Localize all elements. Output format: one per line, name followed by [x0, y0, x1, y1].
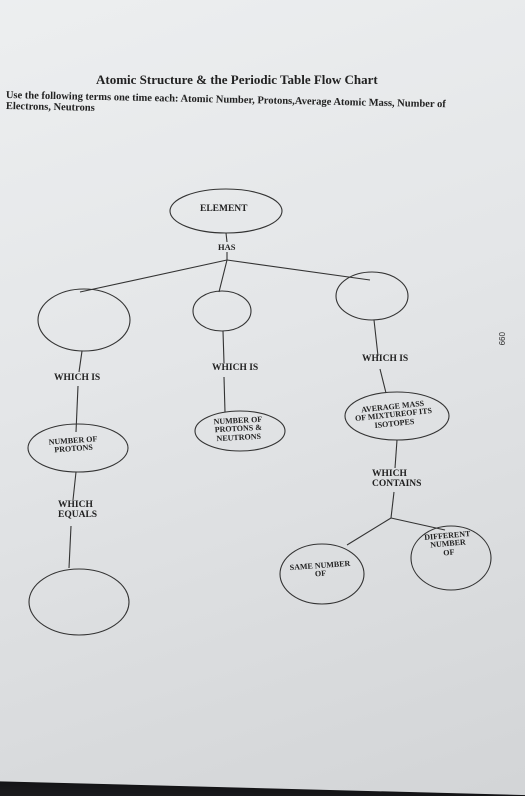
connector-element-has	[225, 232, 228, 243]
connector-middle-1	[222, 330, 225, 364]
connector-right-3	[394, 439, 398, 469]
same-number-node	[279, 543, 365, 605]
flowchart-diagram	[27, 188, 492, 636]
side-tab-label: 099	[497, 332, 506, 346]
connector-middle-2	[223, 376, 226, 413]
branch-middle	[218, 259, 228, 293]
which-contains-line-2: CONTAINS	[372, 479, 422, 490]
which-equals-line-2: EQUALS	[58, 510, 98, 521]
blank-node-left-bottom	[28, 568, 130, 636]
worksheet-title: Atomic Structure & the Periodic Table Fl…	[96, 72, 378, 87]
branch-right	[226, 259, 371, 281]
different-number-label: DIFFERENT NUMBER OF	[424, 529, 472, 559]
blank-node-right-top	[335, 271, 409, 321]
middle-which-is-label: WHICH IS	[212, 363, 259, 373]
which-contains-line-1: WHICH	[372, 469, 407, 479]
blank-node-left-top	[37, 288, 131, 352]
has-label: HAS	[218, 242, 236, 252]
element-label: ELEMENT	[200, 204, 248, 214]
connector-left-2	[75, 385, 79, 433]
which-equals-label: WHICH EQUALS	[58, 500, 97, 521]
right-which-is-label: WHICH IS	[362, 354, 409, 364]
which-contains-label: WHICH CONTAINS	[372, 469, 421, 490]
protons-neutrons-label: NUMBER OF PROTONS & NEUTRONS	[213, 415, 263, 444]
which-equals-line-1: WHICH	[58, 500, 93, 510]
connector-left-1	[78, 350, 83, 373]
protons-neutrons-node	[194, 410, 286, 452]
connector-right-2	[379, 368, 387, 394]
connector-left-3	[72, 471, 77, 501]
branch-left	[79, 259, 228, 293]
number-of-protons-label: NUMBER OF PROTONS	[48, 434, 98, 455]
number-of-protons-node	[27, 423, 129, 473]
connector-left-4	[68, 525, 72, 569]
connector-right-4	[390, 491, 395, 519]
left-which-is-label: WHICH IS	[54, 373, 101, 383]
different-number-node	[410, 525, 492, 591]
branch-same-number	[346, 517, 392, 546]
blank-node-middle-top	[192, 290, 252, 332]
connector-right-1	[373, 319, 379, 357]
